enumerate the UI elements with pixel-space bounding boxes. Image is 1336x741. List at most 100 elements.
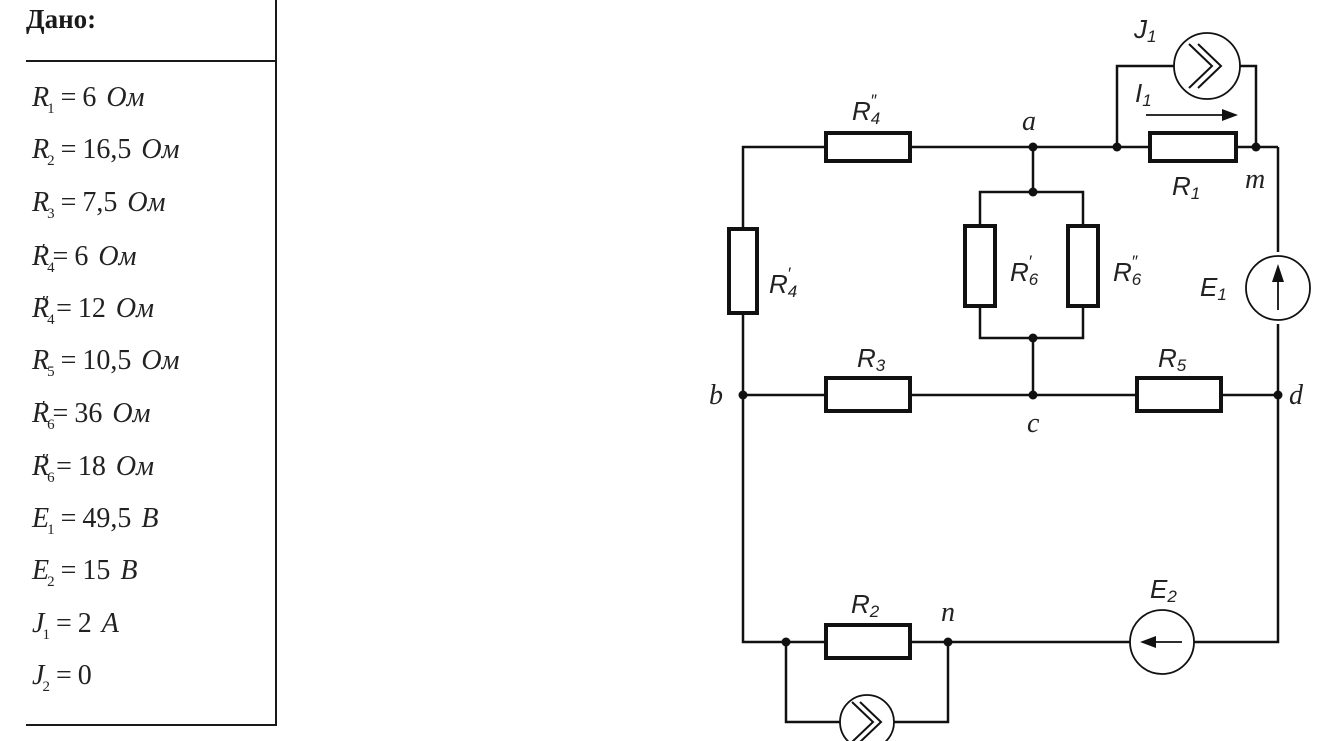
label-r6-prime: R6′: [1010, 252, 1039, 289]
param-symbol: R: [32, 82, 50, 113]
junction-dot: [943, 637, 953, 647]
equals-sign: =: [60, 134, 77, 165]
equals-sign: =: [56, 293, 72, 324]
equals-sign: =: [56, 451, 72, 482]
equals-sign: =: [60, 503, 77, 534]
equals-sign: =: [52, 241, 69, 272]
param-value: 15: [82, 555, 111, 586]
param-unit: Ом: [106, 82, 145, 113]
resistor-r4-double-prime: [824, 131, 912, 163]
wire: [978, 306, 1085, 340]
equals-sign: =: [60, 187, 77, 218]
label-r4-double-prime: R4″: [852, 91, 880, 128]
double-chevron-icon: [851, 701, 875, 741]
parameter-row: R5 =10,5 Ом: [32, 345, 180, 381]
wire: [1194, 395, 1280, 644]
param-unit: B: [141, 503, 159, 534]
label-e2: E2: [1150, 574, 1177, 606]
param-symbol: R: [32, 451, 50, 482]
param-prime: ′: [40, 240, 45, 260]
param-subscript: 6: [47, 470, 55, 486]
param-unit: Ом: [127, 187, 166, 218]
equals-sign: =: [55, 608, 72, 639]
label-e1: E1: [1200, 272, 1227, 304]
double-chevron-icon: [1188, 43, 1214, 89]
param-symbol: R: [32, 187, 50, 218]
param-unit: Ом: [141, 345, 180, 376]
junction-dot: [1273, 390, 1283, 400]
equals-sign: =: [60, 345, 77, 376]
param-symbol: R: [32, 345, 50, 376]
equals-sign: =: [60, 82, 77, 113]
resistor-r1: [1148, 131, 1238, 163]
resistor-r2: [824, 623, 912, 660]
node-label-c: c: [1027, 408, 1040, 439]
param-symbol: E: [32, 503, 50, 534]
arrow-head: [1140, 636, 1156, 648]
current-source-j1: [1173, 32, 1241, 100]
param-subscript: 2: [42, 679, 50, 695]
label-i1: I1: [1135, 78, 1152, 110]
node-label-b: b: [709, 380, 723, 411]
param-value: 7,5: [82, 187, 118, 218]
node-label-n: n: [941, 597, 955, 628]
param-value: 10,5: [82, 345, 132, 376]
param-subscript: 2: [47, 574, 55, 590]
param-subscript: 6: [47, 417, 55, 433]
param-value: 6: [74, 241, 89, 272]
junction-dot: [738, 390, 748, 400]
junction-dot: [781, 637, 791, 647]
param-prime: ′: [40, 397, 45, 417]
param-unit: A: [101, 608, 119, 639]
param-subscript: 1: [42, 627, 50, 643]
parameter-row: J2=0: [32, 660, 92, 696]
label-r3: R3: [857, 343, 886, 375]
node-label-d: d: [1289, 380, 1304, 411]
param-unit: Ом: [98, 241, 137, 272]
param-unit: B: [120, 555, 138, 586]
param-subscript: 4: [47, 312, 55, 328]
resistor-r4-prime: [727, 227, 759, 315]
panel-border: [26, 724, 277, 726]
param-subscript: 4: [47, 260, 55, 276]
junction-dot: [1028, 390, 1038, 400]
junction-dot: [1028, 333, 1038, 343]
arrow-head: [1272, 264, 1284, 282]
label-j1: J1: [1133, 14, 1156, 46]
parameter-row: R6″ =18 Ом: [32, 450, 154, 487]
parameter-row: E2 =15 B: [32, 555, 138, 591]
label-r2: R2: [851, 589, 880, 621]
junction-dot: [1112, 142, 1122, 152]
param-subscript: 3: [47, 206, 55, 222]
label-r4-prime: R4′: [769, 264, 797, 301]
param-subscript: 5: [47, 364, 55, 380]
wire: [741, 395, 826, 644]
resistor-r6-double-prime: [1066, 224, 1100, 308]
param-prime: ″: [40, 450, 49, 470]
param-subscript: 2: [47, 153, 55, 169]
param-value: 6: [82, 82, 97, 113]
junction-dot: [1251, 142, 1261, 152]
param-value: 18: [77, 451, 106, 482]
equals-sign: =: [60, 555, 77, 586]
param-symbol: E: [32, 555, 50, 586]
param-value: 2: [77, 608, 92, 639]
double-chevron-icon: [1197, 43, 1223, 89]
current-source-j2: [839, 694, 895, 741]
resistor-r6-prime: [963, 224, 997, 308]
param-unit: Ом: [115, 451, 154, 482]
junction-dot: [1028, 142, 1038, 152]
param-symbol: R: [32, 293, 50, 324]
parameter-row: R3 =7,5 Ом: [32, 187, 166, 223]
param-value: 12: [77, 293, 106, 324]
param-subscript: 1: [47, 522, 55, 538]
param-unit: Ом: [141, 134, 180, 165]
voltage-source-e1: [1245, 255, 1311, 321]
panel-divider: [26, 60, 277, 62]
